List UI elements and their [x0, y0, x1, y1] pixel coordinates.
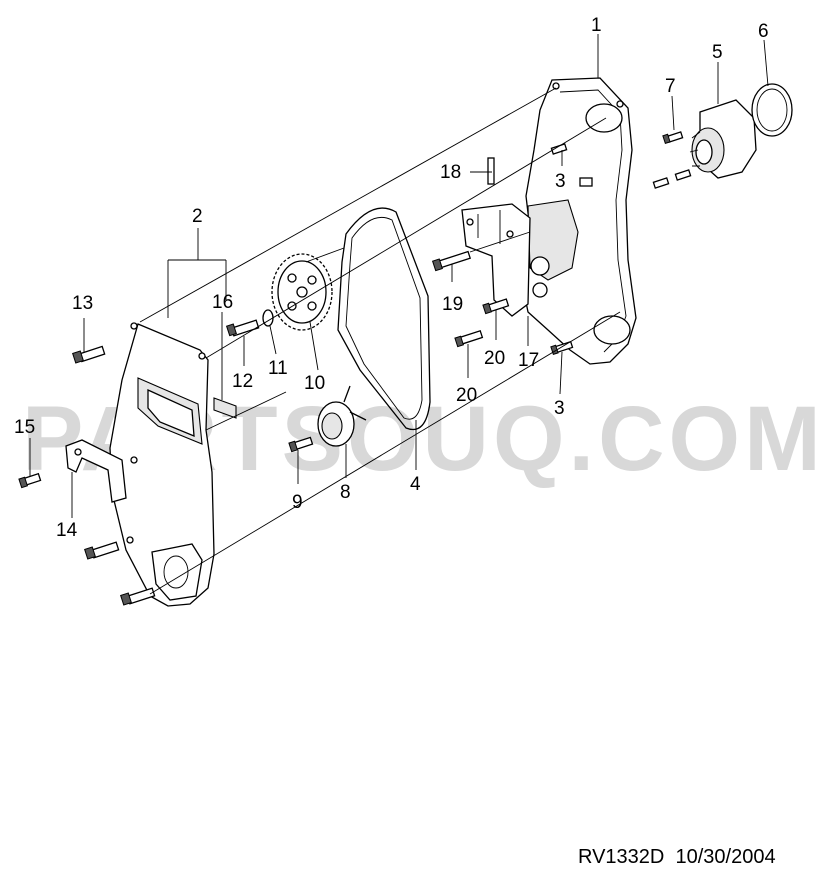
callout-20-upper: 20 [484, 348, 505, 369]
callout-2: 2 [192, 206, 203, 227]
bolts [18, 131, 692, 606]
callout-10: 10 [304, 373, 325, 394]
callout-20-lower: 20 [456, 385, 477, 406]
callout-1: 1 [591, 15, 602, 36]
callout-14: 14 [56, 520, 78, 541]
callout-15: 15 [14, 417, 35, 438]
callout-19: 19 [442, 294, 463, 315]
front-timing-cover [109, 322, 215, 607]
callout-3-upper: 3 [555, 171, 566, 192]
callout-11: 11 [268, 358, 288, 379]
callout-5: 5 [712, 42, 723, 63]
callout-16: 16 [212, 292, 233, 313]
camshaft-sprocket [271, 253, 333, 331]
drawing-footer: RV1332D 10/30/2004 [578, 846, 776, 869]
callout-12: 12 [232, 371, 253, 392]
callout-8: 8 [340, 482, 351, 503]
callout-9: 9 [292, 492, 303, 513]
callout-3-lower: 3 [554, 398, 565, 419]
woodruff-key [213, 397, 237, 419]
water-pump [689, 99, 757, 179]
callout-17: 17 [518, 350, 539, 371]
cover-seal [65, 439, 127, 503]
drawing-date: 10/30/2004 [675, 846, 776, 868]
leader-lines [29, 34, 769, 518]
callout-4: 4 [410, 474, 421, 495]
engine-bracket [461, 203, 531, 317]
belt-tensioner [317, 385, 367, 447]
callout-7: 7 [665, 76, 676, 97]
rear-timing-cover [521, 77, 637, 365]
sprocket-washer [262, 309, 274, 327]
callout-18: 18 [440, 162, 461, 183]
callout-6: 6 [758, 21, 769, 42]
alignment-lines [139, 87, 621, 595]
drawing-code: RV1332D [578, 846, 665, 868]
callout-13: 13 [72, 293, 93, 314]
callout-labels: 1 2 3 3 4 5 6 7 8 9 10 11 12 13 14 15 16… [14, 15, 769, 541]
timing-belt [337, 207, 431, 431]
water-pump-gasket [751, 83, 793, 137]
